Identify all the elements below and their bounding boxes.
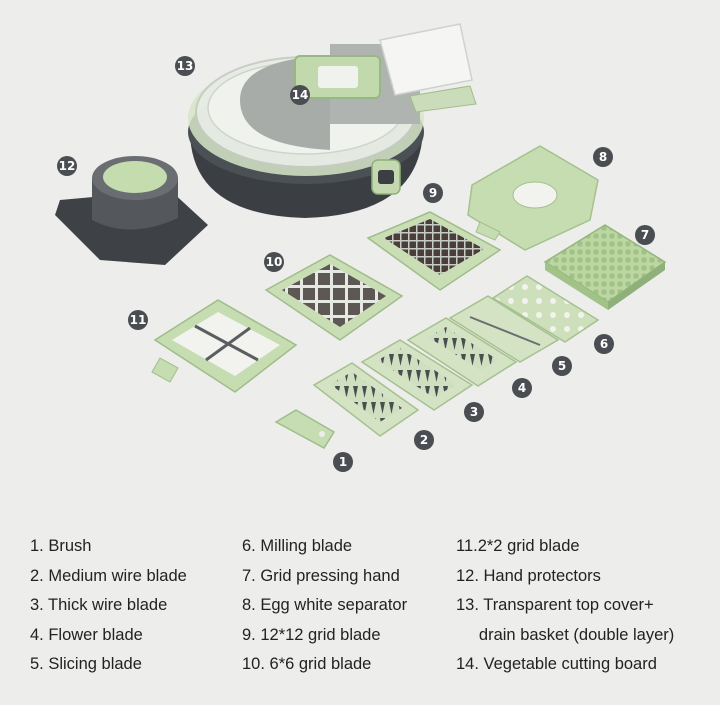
brush — [274, 409, 336, 449]
grid-blade-12x12 — [366, 211, 502, 291]
badge-circle — [464, 402, 484, 422]
grid-blade-6x6 — [264, 254, 404, 341]
grid-pressing-hand — [543, 224, 667, 310]
flower-blade — [406, 317, 518, 387]
legend-item: 7. Grid pressing hand — [242, 566, 400, 585]
badge-circle — [635, 225, 655, 245]
legend-item: 12. Hand protectors — [456, 566, 601, 585]
legend-item: 1. Brush — [30, 537, 92, 555]
legend-item: drain basket (double layer) — [456, 625, 675, 644]
badge-circle — [423, 183, 443, 203]
badge-number: 1 — [339, 455, 347, 469]
badge-number: 2 — [420, 433, 428, 447]
legend-column-3: 11.2*2 grid blade 12. Hand protectors 13… — [456, 532, 674, 680]
legend-item: 14. Vegetable cutting board — [456, 655, 657, 673]
badge-circle — [593, 147, 613, 167]
legend-column-2: 6. Milling blade 7. Grid pressing hand 8… — [242, 532, 407, 680]
legend-item: 2. Medium wire blade — [30, 566, 187, 585]
badge-number: 9 — [429, 186, 437, 200]
badge-circle — [264, 252, 284, 272]
badge-number: 13 — [177, 59, 194, 73]
slicing-blade — [448, 295, 560, 363]
badge-number: 3 — [470, 405, 478, 419]
badge-number: 5 — [558, 359, 566, 373]
badge-circle — [128, 310, 148, 330]
badge-number: 7 — [641, 228, 649, 242]
legend-item: 11.2*2 grid blade — [456, 537, 580, 555]
badge-circle — [552, 356, 572, 376]
legend-item: 10. 6*6 grid blade — [242, 655, 372, 673]
badge-number: 14 — [292, 88, 309, 102]
badge-circle — [594, 334, 614, 354]
badge-number: 11 — [130, 313, 147, 327]
legend-item: 3. Thick wire blade — [30, 596, 168, 614]
badge-circle — [333, 452, 353, 472]
medium-wire-blade — [312, 362, 420, 437]
badge-number: 6 — [600, 337, 608, 351]
legend-item: 5. Slicing blade — [30, 655, 142, 673]
hand-protector — [55, 156, 208, 265]
badge-number: 10 — [266, 255, 283, 269]
badge-number: 8 — [599, 150, 607, 164]
badge-number: 4 — [518, 381, 526, 395]
legend-item: 8. Egg white separator — [242, 596, 408, 614]
badge-circle — [57, 156, 77, 176]
badge-circle — [175, 56, 195, 76]
badge-number: 12 — [59, 159, 76, 173]
badge-circle — [414, 430, 434, 450]
legend-item: 9. 12*12 grid blade — [242, 625, 381, 644]
legend-item: 13. Transparent top cover+ — [456, 596, 654, 614]
legend-item: 4. Flower blade — [30, 625, 143, 644]
legend-item: 6. Milling blade — [242, 537, 353, 555]
milling-blade — [491, 275, 600, 343]
parts-legend: 1. Brush 2. Medium wire blade 3. Thick w… — [0, 532, 720, 702]
grid-blade-2x2 — [151, 299, 298, 393]
thick-wire-blade — [360, 339, 474, 411]
egg-separator — [467, 145, 599, 251]
badge-circle — [512, 378, 532, 398]
badge-circle — [290, 85, 310, 105]
container-base — [188, 23, 477, 218]
legend-column-1: 1. Brush 2. Medium wire blade 3. Thick w… — [30, 532, 187, 680]
